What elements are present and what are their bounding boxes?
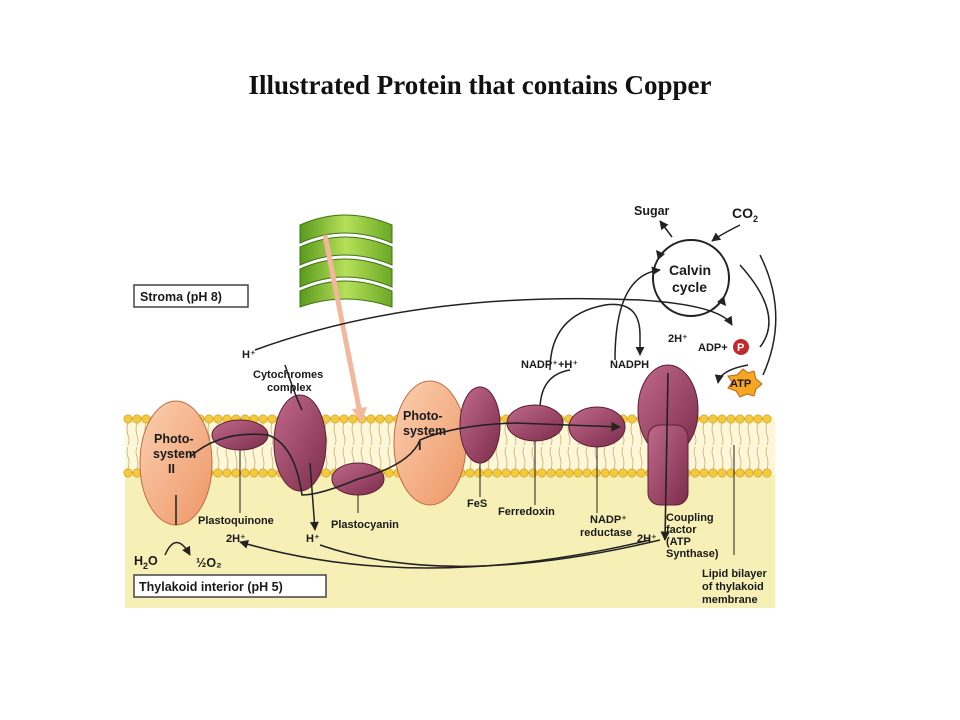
stroma-label-box	[133, 284, 249, 308]
two-h-bottom-left-label: 2H⁺	[226, 533, 246, 545]
nadp-reductase-label-2: reductase	[580, 527, 632, 539]
h-plus-stroma-label: H⁺	[242, 349, 256, 361]
adp-label: ADP+	[698, 342, 728, 354]
thylakoid-interior-label-box	[133, 574, 327, 598]
grana-stack-icon	[299, 214, 393, 423]
thylakoid-interior-label: Thylakoid interior (pH 5)	[139, 580, 283, 594]
photosynthesis-diagram: Stroma (pH 8) Thylakoid interior (pH 5) …	[123, 204, 777, 608]
svg-text:II: II	[168, 462, 175, 476]
svg-text:Photo-: Photo-	[403, 409, 443, 423]
svg-text:I: I	[418, 439, 421, 453]
half-o2-label: ½O₂	[196, 556, 222, 570]
calvin-cycle: Calvin cycle	[652, 239, 730, 317]
photosystem-ii: Photo- system II	[139, 400, 213, 526]
lipid-label-1: Lipid bilayer	[702, 568, 768, 580]
lipid-label-2: of thylakoid	[702, 581, 764, 593]
stroma-label: Stroma (pH 8)	[140, 290, 222, 304]
coupling-label-3: (ATP	[666, 536, 691, 548]
nadp-reductase-label-1: NADP⁺	[590, 514, 627, 526]
phosphate-icon	[733, 339, 749, 355]
calvin-label-1: Calvin	[669, 262, 711, 278]
coupling-label-4: Synthase)	[666, 548, 719, 560]
photosystem-i: Photo- system I	[393, 380, 467, 506]
nadp-h-label: NADP⁺+H⁺	[521, 359, 578, 371]
svg-text:system: system	[403, 424, 446, 438]
svg-text:system: system	[153, 447, 196, 461]
co2-label: CO2	[732, 205, 758, 224]
coupling-label-1: Coupling	[666, 512, 714, 524]
two-h-bottom-right-label: 2H⁺	[637, 533, 657, 545]
atp-label: ATP	[730, 378, 751, 390]
phosphate-label: P	[737, 342, 744, 354]
sugar-label: Sugar	[634, 204, 670, 218]
coupling-label-2: factor	[666, 524, 697, 536]
nadph-label: NADPH	[610, 359, 649, 371]
h-plus-bottom-label: H⁺	[306, 533, 320, 545]
fes-label: FeS	[467, 498, 487, 510]
plastoquinone-label: Plastoquinone	[198, 515, 274, 527]
page-title: Illustrated Protein that contains Copper	[248, 70, 712, 100]
svg-text:Photo-: Photo-	[154, 432, 194, 446]
calvin-label-2: cycle	[672, 279, 707, 295]
cytochromes-label-2: complex	[267, 382, 313, 394]
ferredoxin-label: Ferredoxin	[498, 506, 555, 518]
atp-star-icon	[727, 368, 763, 398]
lipid-label-3: membrane	[702, 594, 758, 606]
two-h-top-label: 2H⁺	[668, 333, 688, 345]
cytochrome-complex-protein	[273, 394, 327, 492]
h2o-label: H2O	[134, 554, 158, 571]
plastocyanin-label: Plastocyanin	[331, 519, 399, 531]
